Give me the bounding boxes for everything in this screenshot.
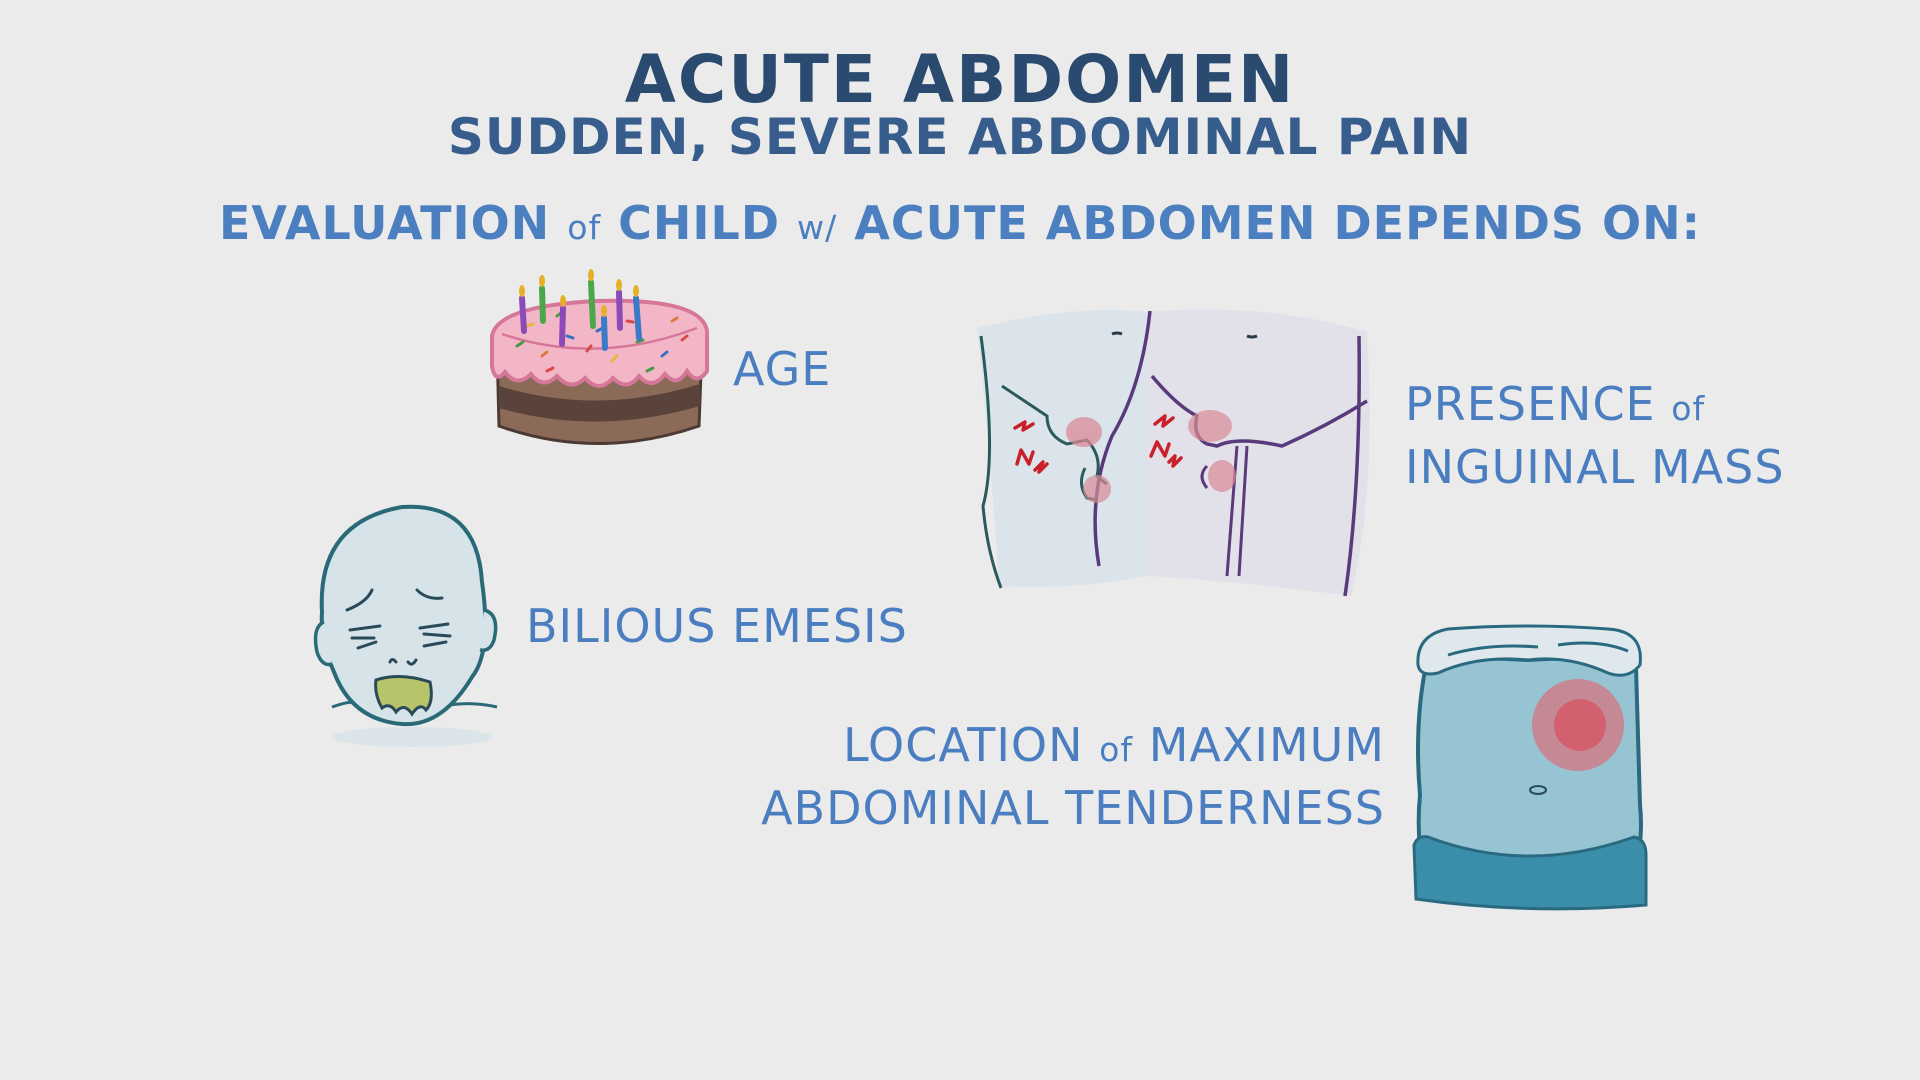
lead-of: of [567,208,602,247]
vomiting-baby-icon [313,504,498,747]
factor-tenderness-of: of [1099,730,1134,769]
lead-part-1: EVALUATION [218,196,568,250]
factor-tenderness-label: LOCATION of MAXIMUM ABDOMINAL TENDERNESS [700,716,1385,837]
factor-tenderness-line-1: LOCATION of MAXIMUM [700,716,1385,779]
factor-inguinal-label: PRESENCE of INGUINAL MASS [1405,375,1785,496]
factor-tenderness-text-a: LOCATION [843,718,1100,772]
factor-inguinal-line-2: INGUINAL MASS [1405,440,1785,494]
lead-statement: EVALUATION of CHILD w/ ACUTE ABDOMEN DEP… [0,196,1920,255]
factor-inguinal-text-a: PRESENCE [1405,377,1672,431]
slide-subtitle: SUDDEN, SEVERE ABDOMINAL PAIN [447,108,1473,166]
factor-tenderness-text-b: MAXIMUM [1133,718,1385,772]
lead-with: w/ [797,208,838,247]
factor-age-label: AGE [733,342,832,396]
factor-emesis-label: BILIOUS EMESIS [526,599,908,653]
lead-part-2: CHILD [601,196,798,250]
factor-inguinal-line-1: PRESENCE of [1405,375,1785,438]
birthday-cake-icon [490,269,709,445]
lead-part-3: ACUTE ABDOMEN DEPENDS ON: [837,196,1702,250]
factor-inguinal-of: of [1671,389,1706,428]
inguinal-hernia-illustration [977,309,1370,597]
abdomen-tenderness-icon [1412,624,1648,911]
slide-title: ACUTE ABDOMEN [624,41,1296,118]
factor-tenderness-line-2: ABDOMINAL TENDERNESS [761,781,1385,835]
